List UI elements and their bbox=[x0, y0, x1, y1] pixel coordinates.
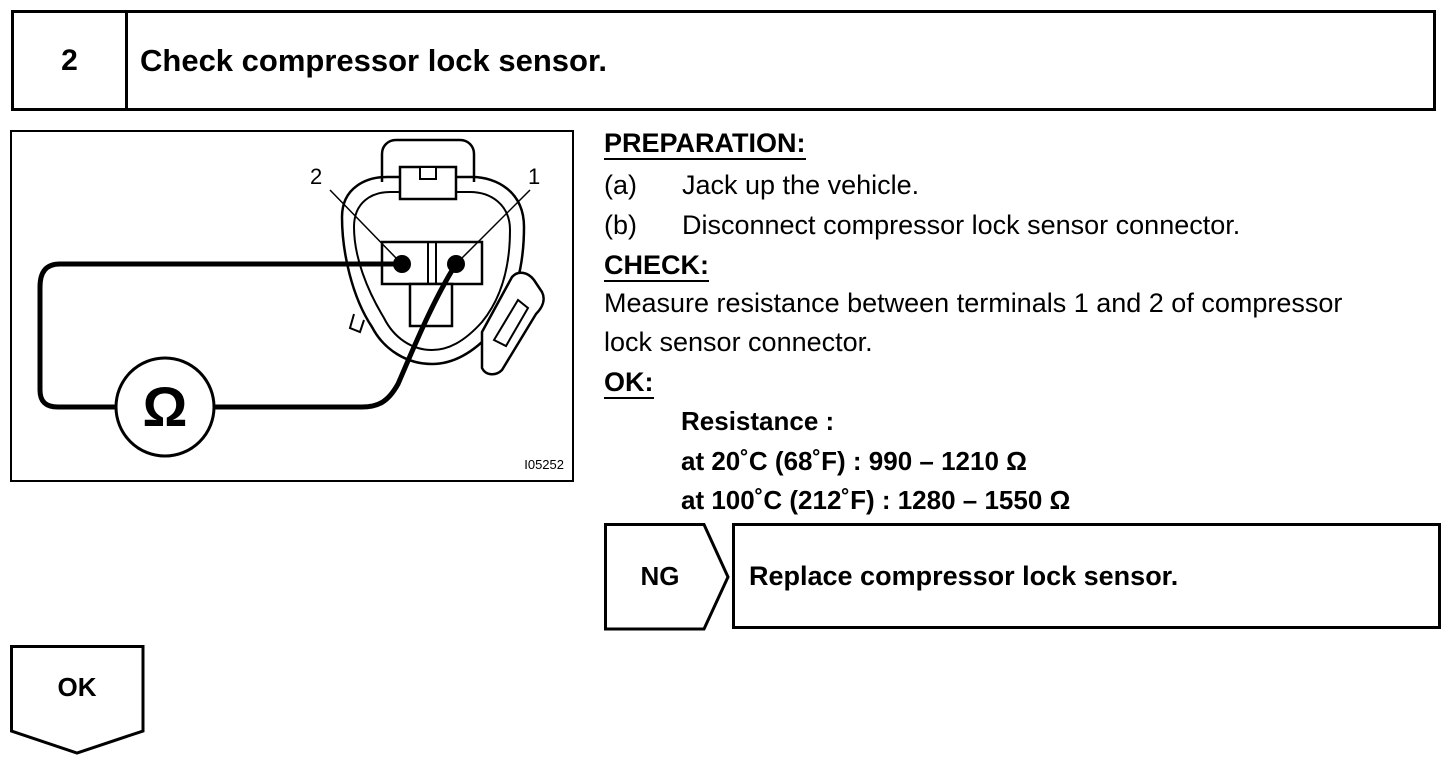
item-text: Jack up the vehicle. bbox=[682, 170, 920, 200]
terminal-1-label: 1 bbox=[528, 164, 541, 189]
figure-id: I05252 bbox=[524, 457, 564, 472]
item-mark: (b) bbox=[604, 210, 637, 240]
spec-100c: at 100˚C (212˚F) : 1280 – 1550 Ω bbox=[681, 485, 1071, 515]
check-line-1: Measure resistance between terminals 1 a… bbox=[604, 288, 1343, 318]
ohm-symbol: Ω bbox=[142, 375, 188, 438]
ok-arrow-shape bbox=[10, 645, 145, 755]
ng-action-box: Replace compressor lock sensor. bbox=[732, 523, 1441, 629]
step-title: Check compressor lock sensor. bbox=[140, 42, 607, 78]
check-heading: CHECK: bbox=[604, 250, 709, 282]
terminal-2-probe bbox=[393, 255, 411, 273]
terminal-1-probe bbox=[447, 255, 465, 273]
connector-diagram-drawing bbox=[37, 138, 545, 458]
preparation-item-a: (a) Jack up the vehicle. bbox=[604, 169, 919, 201]
item-text: Disconnect compressor lock sensor connec… bbox=[682, 210, 1241, 240]
ng-arrow-shape bbox=[604, 523, 730, 631]
check-line-2: lock sensor connector. bbox=[604, 327, 873, 357]
spec-20c: at 20˚C (68˚F) : 990 – 1210 Ω bbox=[681, 446, 1027, 476]
ng-action-text: Replace compressor lock sensor. bbox=[749, 560, 1179, 591]
ng-label: NG bbox=[640, 560, 680, 591]
connector-diagram: 2 1 Ω I05252 bbox=[10, 130, 574, 482]
ohmmeter-icon bbox=[114, 356, 216, 458]
resistance-label: Resistance : bbox=[681, 406, 835, 436]
ok-label: OK bbox=[57, 672, 97, 702]
preparation-heading: PREPARATION: bbox=[604, 128, 806, 160]
step-number: 2 bbox=[14, 13, 128, 108]
preparation-item-b: (b) Disconnect compressor lock sensor con… bbox=[604, 209, 1240, 241]
item-mark: (a) bbox=[604, 170, 637, 200]
ok-heading: OK: bbox=[604, 367, 654, 399]
terminal-2-label: 2 bbox=[310, 164, 323, 189]
step-header: 2 Check compressor lock sensor. bbox=[11, 10, 1436, 111]
